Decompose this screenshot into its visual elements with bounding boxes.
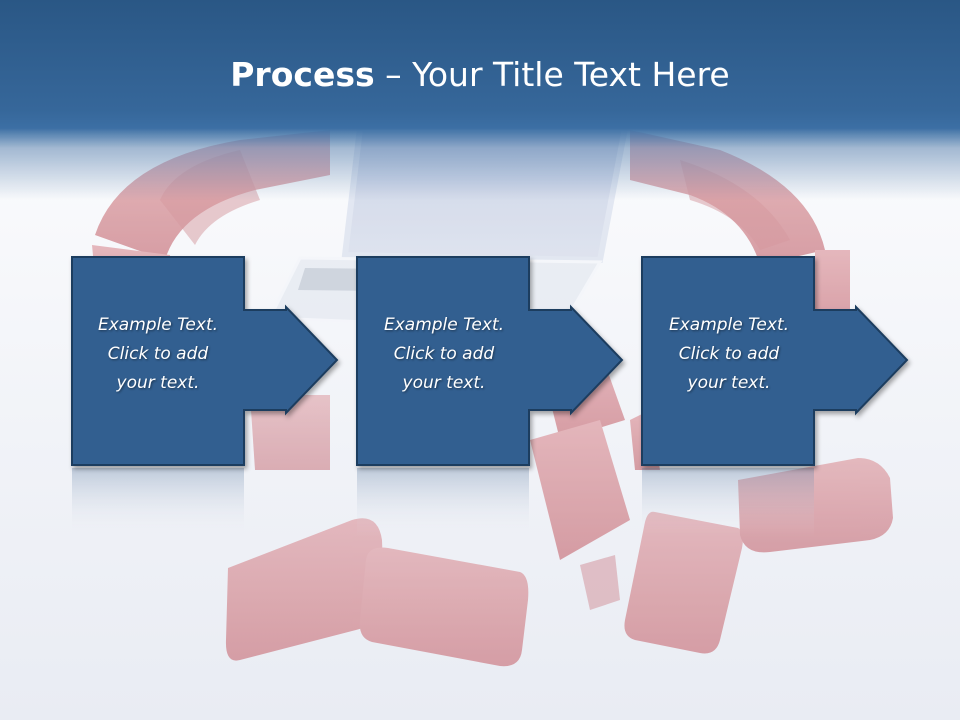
step-2-text[interactable]: Example Text. Click to add your text. [358,311,530,398]
step-1-line-2: Click to add [107,344,209,364]
step-1-line-3: your text. [116,373,200,393]
step-2-line-1: Example Text. [383,315,505,335]
step-2-shape[interactable] [356,256,624,466]
step-3-text[interactable]: Example Text. Click to add your text. [643,311,815,398]
step-3-line-3: your text. [687,373,771,393]
step-2-reflection [357,468,529,538]
step-1-shape[interactable] [71,256,339,466]
slide-title[interactable]: Process – Your Title Text Here [0,52,960,98]
step-2-line-3: your text. [402,373,486,393]
step-2-line-2: Click to add [393,344,495,364]
step-1-line-1: Example Text. [97,315,219,335]
step-1-text[interactable]: Example Text. Click to add your text. [72,311,244,398]
title-rest: Your Title Text Here [412,55,730,94]
title-bold: Process [230,55,375,94]
title-separator: – [374,55,413,94]
step-3-line-1: Example Text. [668,315,790,335]
step-3-shape[interactable] [641,256,909,466]
step-1-reflection [72,468,244,538]
step-3-line-2: Click to add [678,344,780,364]
title-bar [0,0,960,200]
step-3-reflection [642,468,814,538]
